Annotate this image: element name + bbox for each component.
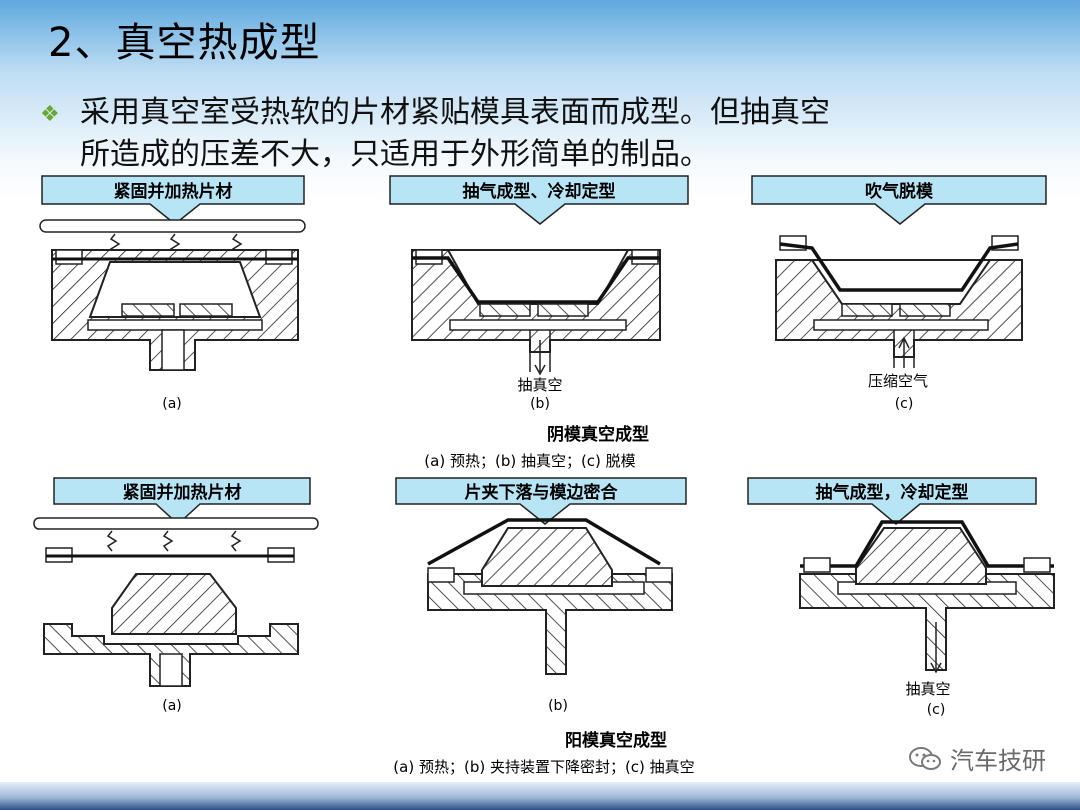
arrow-label-vacuum-top: 抽真空 bbox=[517, 376, 562, 394]
bullet-paragraph: ❖ 采用真空室受热软的片材紧贴模具表面而成型。但抽真空 所造成的压差不大，只适用… bbox=[40, 92, 1000, 176]
diagram-bottom-c: 抽真空 (c) bbox=[799, 520, 1055, 718]
air-arrow-icon bbox=[898, 336, 910, 368]
banner-a-bottom: 紧固并加热片材 bbox=[53, 477, 311, 526]
watermark: 汽车技研 bbox=[908, 741, 1046, 776]
diagram-bottom-a: (a) bbox=[33, 517, 319, 714]
label-top-a: (a) bbox=[162, 396, 182, 412]
label-top-c: (c) bbox=[895, 396, 914, 412]
banner-c-bottom: 抽气成型，冷却定型 bbox=[747, 477, 1037, 525]
slide-bottom-bar bbox=[0, 782, 1080, 810]
diagram-top-c: 压缩空气 (c) bbox=[775, 235, 1023, 412]
banner-a-top: 紧固并加热片材 bbox=[41, 175, 305, 225]
label-bottom-b: (b) bbox=[548, 698, 568, 714]
banner-a-top-text: 紧固并加热片材 bbox=[114, 181, 233, 202]
banner-b-top-text: 抽气成型、冷却定型 bbox=[463, 181, 616, 202]
bullet-line-2: 所造成的压差不大，只适用于外形简单的制品。 bbox=[80, 137, 710, 172]
diamond-bullet-icon: ❖ bbox=[40, 102, 60, 127]
banner-c-bottom-text: 抽气成型，冷却定型 bbox=[816, 482, 969, 503]
caption-title-bottom: 阳模真空成型 bbox=[565, 730, 667, 751]
label-top-b: (b) bbox=[530, 396, 550, 412]
vacuum-arrow-icon bbox=[534, 340, 546, 376]
female-mold-panel: 紧固并加热片材 抽气成型、冷却定型 吹气脱模 (a) 抽真空 (b) bbox=[0, 172, 1080, 472]
bullet-line-1: 采用真空室受热软的片材紧贴模具表面而成型。但抽真空 bbox=[80, 95, 830, 130]
banner-c-top: 吹气脱模 bbox=[751, 175, 1047, 225]
watermark-text: 汽车技研 bbox=[950, 747, 1046, 775]
diagram-top-a: (a) bbox=[39, 219, 306, 412]
arrow-label-air-top: 压缩空气 bbox=[868, 372, 928, 390]
caption-parts-top: (a) 预热；(b) 抽真空；(c) 脱模 bbox=[424, 452, 635, 470]
vacuum-arrow-bottom-icon bbox=[930, 622, 942, 674]
banner-b-bottom-text: 片夹下落与模边密合 bbox=[465, 482, 619, 503]
diagram-bottom-b: (b) bbox=[427, 518, 673, 714]
slide-title: 2、真空热成型 bbox=[48, 20, 321, 66]
caption-parts-bottom: (a) 预热；(b) 夹持装置下降密封；(c) 抽真空 bbox=[393, 758, 694, 776]
banner-a-bottom-text: 紧固并加热片材 bbox=[123, 482, 242, 503]
banner-b-top: 抽气成型、冷却定型 bbox=[389, 175, 689, 225]
arrow-label-vacuum-bottom: 抽真空 bbox=[905, 680, 950, 698]
wechat-icon bbox=[909, 746, 941, 770]
label-bottom-c: (c) bbox=[927, 702, 946, 718]
heater-plate bbox=[39, 219, 306, 233]
caption-title-top: 阴模真空成型 bbox=[547, 424, 649, 445]
diagram-top-b: 抽真空 (b) bbox=[411, 249, 661, 412]
banner-b-bottom: 片夹下落与模边密合 bbox=[395, 477, 687, 525]
label-bottom-a: (a) bbox=[162, 698, 182, 714]
male-mold-panel: 紧固并加热片材 片夹下落与模边密合 抽气成型，冷却定型 (a) (b) bbox=[0, 474, 1080, 784]
banner-c-top-text: 吹气脱模 bbox=[865, 181, 934, 202]
